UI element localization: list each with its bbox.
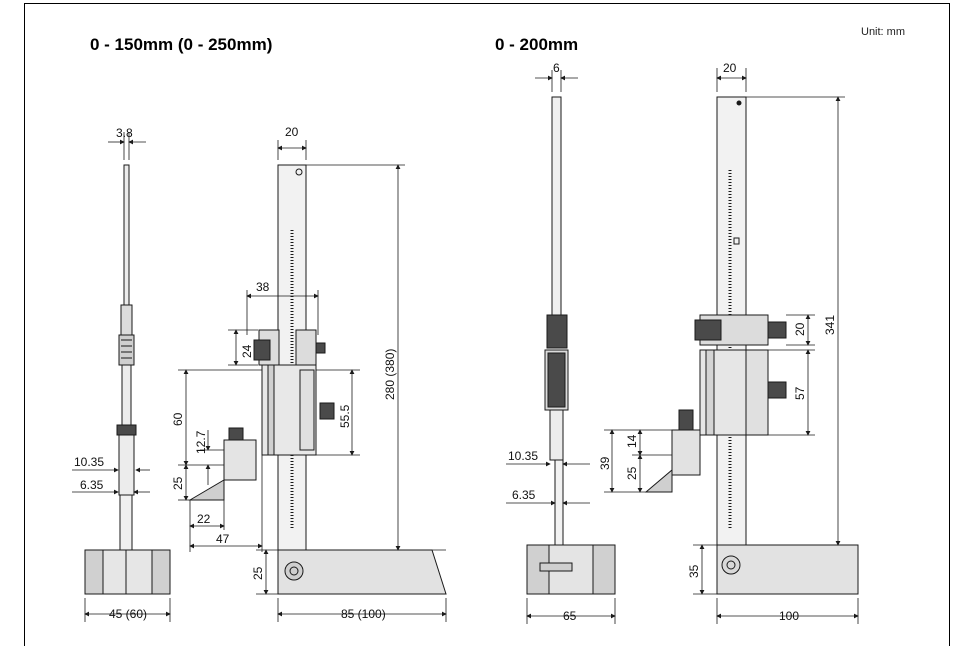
dim-base-width: 85 (100) bbox=[341, 607, 386, 621]
dim-tip-length: 22 bbox=[197, 512, 211, 526]
left-front-view bbox=[188, 164, 447, 595]
left-dimension-labels: 3.8 20 38 10.35 6.35 22 47 45 (60) 85 (1… bbox=[74, 125, 397, 621]
drawing-frame bbox=[24, 3, 950, 646]
dim-jaw-top: 14 bbox=[625, 434, 639, 448]
left-side-dims bbox=[72, 132, 171, 622]
dim-slider-height: 57 bbox=[793, 386, 807, 400]
left-front-dims bbox=[178, 140, 447, 622]
dim-scribe-thickness: 3.8 bbox=[116, 126, 133, 140]
dim-offset-a: 10.35 bbox=[74, 455, 104, 469]
dim-beam-width: 20 bbox=[285, 125, 299, 139]
dim-tip-height: 25 bbox=[625, 466, 639, 480]
dim-base-width: 100 bbox=[779, 609, 799, 623]
right-side-view bbox=[526, 96, 616, 595]
dim-slider-height: 55.5 bbox=[338, 404, 352, 428]
dim-offset-b: 6.35 bbox=[512, 488, 536, 502]
dim-base-depth: 65 bbox=[563, 609, 577, 623]
dim-knob-height: 24 bbox=[240, 344, 254, 358]
dim-total-height: 280 (380) bbox=[383, 349, 397, 400]
left-side-view bbox=[84, 164, 171, 595]
dim-jaw-total: 39 bbox=[598, 456, 612, 470]
right-side-dims bbox=[506, 70, 616, 624]
dim-beam-width: 20 bbox=[723, 61, 737, 75]
dim-scribe-thickness: 6 bbox=[553, 61, 560, 75]
dim-slider-width: 38 bbox=[256, 280, 270, 294]
dim-offset-a: 10.35 bbox=[508, 449, 538, 463]
dim-base-depth: 45 (60) bbox=[109, 607, 147, 621]
right-dimension-labels: 6 20 10.35 6.35 65 100 20 341 57 39 14 2… bbox=[508, 61, 837, 623]
right-front-view bbox=[644, 96, 859, 595]
dim-jaw-reach: 47 bbox=[216, 532, 230, 546]
right-title: 0 - 200mm bbox=[495, 35, 579, 54]
dim-tip-height: 25 bbox=[171, 476, 185, 490]
dim-offset-b: 6.35 bbox=[80, 478, 104, 492]
dim-knob-block: 20 bbox=[793, 322, 807, 336]
left-title: 0 - 150mm (0 - 250mm) bbox=[90, 35, 273, 54]
dim-tip-offset: 12.7 bbox=[194, 430, 208, 454]
unit-label: Unit: mm bbox=[861, 26, 905, 38]
right-front-dims bbox=[604, 68, 859, 624]
dim-lower-block: 60 bbox=[171, 412, 185, 426]
dim-base-height: 35 bbox=[687, 564, 701, 578]
dim-base-height: 25 bbox=[251, 566, 265, 580]
dim-total-height: 341 bbox=[823, 315, 837, 335]
